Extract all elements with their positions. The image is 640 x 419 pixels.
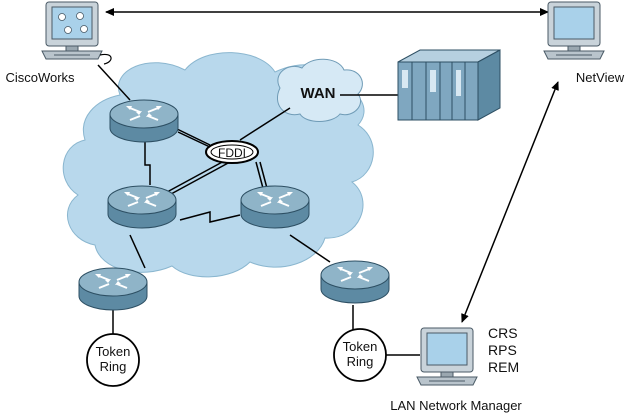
mainframe-icon (397, 49, 501, 121)
ciscoworks-label: CiscoWorks (5, 70, 75, 85)
router-bottom-left (78, 267, 148, 311)
token-ring-label-line2: Ring (347, 354, 374, 369)
router-middle-left (107, 185, 177, 229)
token-ring-left: Token Ring (86, 333, 140, 387)
topology-icon (58, 12, 88, 34)
wan-label: WAN (301, 85, 336, 102)
mouse-cord (99, 53, 112, 65)
fddi-label: FDDI (218, 146, 246, 160)
router-middle-right (240, 185, 310, 229)
token-ring-label-line1: Token (96, 344, 131, 359)
token-ring-label-line2: Ring (100, 359, 127, 374)
lan-function-rps: RPS (488, 342, 517, 358)
lan-function-crs: CRS (488, 325, 518, 341)
token-ring-right: Token Ring (333, 328, 387, 382)
lan-manager-label: LAN Network Manager (390, 398, 522, 413)
token-ring-label-line1: Token (343, 339, 378, 354)
netview-lanmanager-link (461, 81, 559, 323)
netview-workstation (543, 1, 605, 60)
wan-cloud: WAN (277, 58, 363, 122)
netview-label: NetView (576, 70, 625, 85)
router-bottom-right (320, 260, 390, 304)
ciscoworks-workstation (41, 1, 103, 60)
lan-function-rem: REM (488, 359, 519, 375)
lan-manager-workstation (416, 327, 478, 386)
router-top-left (109, 99, 179, 143)
fddi-ring: FDDI (205, 140, 259, 164)
